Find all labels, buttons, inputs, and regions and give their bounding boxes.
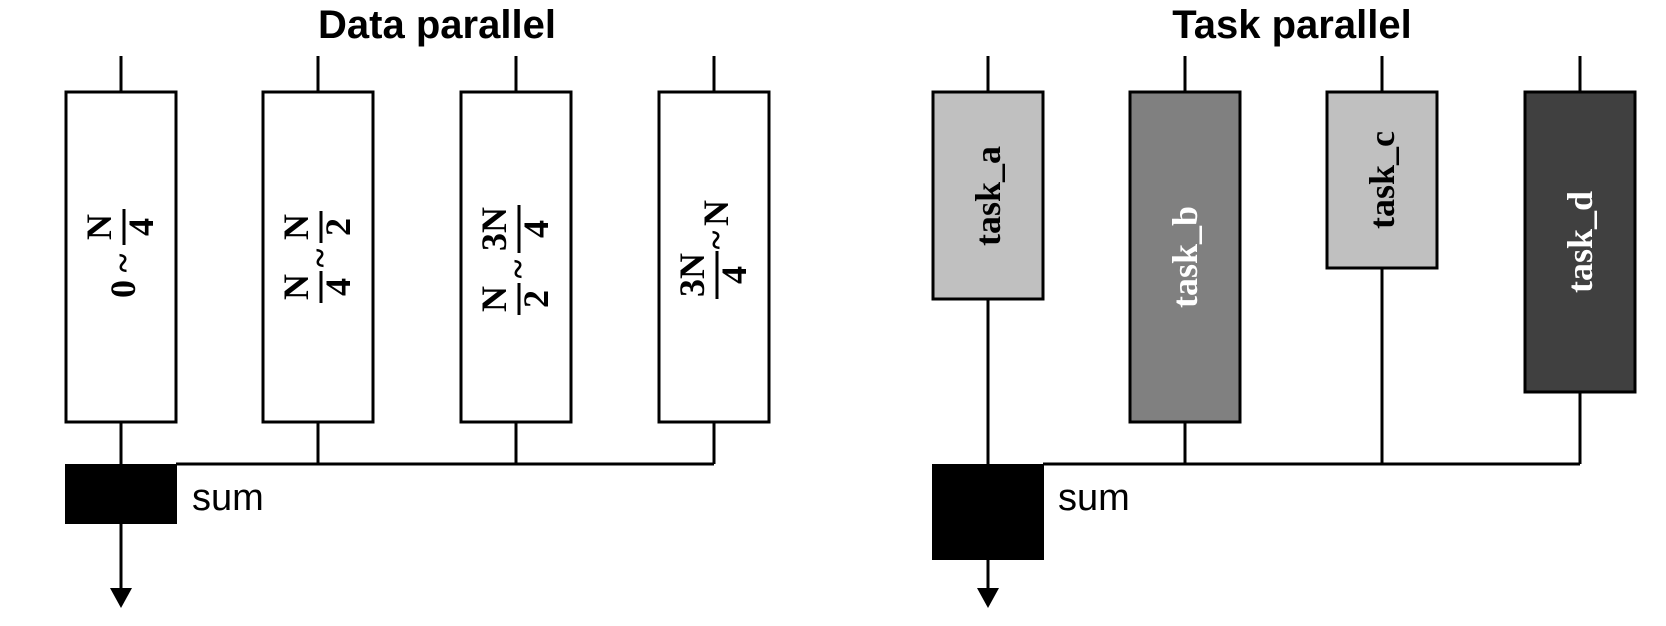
task-c-box xyxy=(1325,90,1439,270)
svg-text:4: 4 xyxy=(318,278,358,296)
svg-text:~: ~ xyxy=(498,259,538,278)
data-chunk-label-2: N 4 ~ N 2 xyxy=(276,211,358,303)
svg-text:0: 0 xyxy=(103,280,143,298)
svg-text:N: N xyxy=(696,200,736,226)
task-b-label: task_b xyxy=(1165,206,1205,308)
svg-text:~: ~ xyxy=(103,253,143,272)
svg-text:2: 2 xyxy=(318,218,358,236)
task-d-box xyxy=(1523,90,1637,394)
data-chunk-label-1: 0 ~ N 4 xyxy=(79,209,161,298)
svg-text:N: N xyxy=(276,214,316,240)
svg-text:4: 4 xyxy=(516,220,556,238)
svg-text:N: N xyxy=(276,274,316,300)
task-parallel-title: Task parallel xyxy=(1172,3,1411,47)
sum-block xyxy=(65,464,177,524)
data-chunk-label-3: N 2 ~ 3N 4 xyxy=(474,205,556,315)
svg-text:~: ~ xyxy=(696,230,736,249)
output-arrow-icon xyxy=(110,588,132,608)
svg-text:3N: 3N xyxy=(474,207,514,251)
task-c-label: task_c xyxy=(1362,131,1402,229)
sum-block xyxy=(932,464,1044,560)
svg-text:3N: 3N xyxy=(672,253,712,297)
data-chunk-box-4 xyxy=(657,90,771,424)
data-parallel-diagram: Data parallel 0 ~ N 4 N 4 ~ N 2 xyxy=(64,3,771,608)
svg-text:N: N xyxy=(79,214,119,240)
sum-label: sum xyxy=(192,477,264,519)
svg-text:~: ~ xyxy=(300,248,340,267)
task-b-box xyxy=(1128,90,1242,424)
sum-label: sum xyxy=(1058,477,1130,519)
output-arrow-icon xyxy=(977,588,999,608)
svg-text:N: N xyxy=(474,286,514,312)
data-chunk-box-3 xyxy=(459,90,573,424)
data-parallel-title: Data parallel xyxy=(318,3,556,47)
svg-text:4: 4 xyxy=(121,218,161,236)
svg-text:2: 2 xyxy=(516,290,556,308)
task-parallel-diagram: Task parallel task_a task_b task_c task_… xyxy=(931,3,1637,608)
task-a-label: task_a xyxy=(968,146,1008,246)
task-a-box xyxy=(931,90,1045,301)
data-chunk-label-4: 3N 4 ~ N xyxy=(672,200,754,299)
svg-text:4: 4 xyxy=(714,266,754,284)
task-d-label: task_d xyxy=(1560,191,1600,293)
data-chunk-box-1 xyxy=(64,90,178,424)
